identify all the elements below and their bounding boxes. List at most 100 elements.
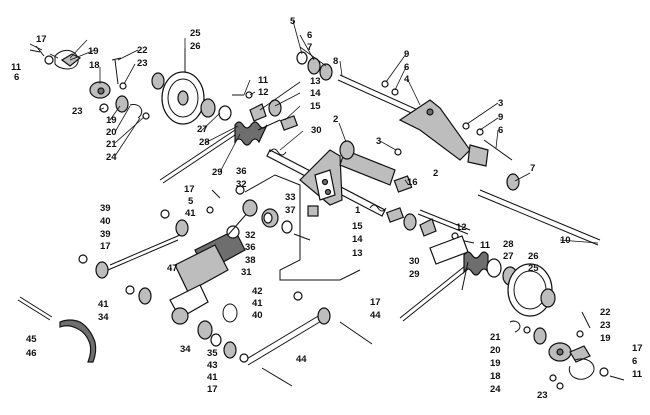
bolt-22-right [581,311,591,329]
callout-15b: 15 [352,221,363,232]
bushing-7-rear [506,173,520,191]
bushing-34-bottom [197,320,213,340]
callout-6c: 6 [404,62,409,73]
assembly-guide-lines [244,174,361,281]
spring-arm-29-right [399,261,471,319]
shock-lower-eye [171,307,189,325]
callout-29: 29 [212,167,223,178]
retainer-19-right [569,345,591,363]
nut-3-right [462,122,470,130]
link-rod-40-bottom [107,239,179,271]
bearing-26-left [200,98,216,118]
bushing-14-right [403,213,417,231]
callout-34b: 34 [180,344,191,355]
callout-27: 27 [197,124,208,135]
shock-absorber-assembly [169,185,311,325]
spring-tail-right [461,261,469,291]
right-torsion-spring [399,251,489,322]
tool-rod-45 [17,299,51,321]
callout-45: 45 [26,334,37,345]
callout-21: 21 [106,139,117,150]
rear-pivot-arm-4 [398,99,471,161]
callout-5: 5 [290,16,296,27]
bearing-26-right [540,288,556,308]
shock-upper-eye-31 [226,225,240,239]
washer-9-right [476,128,484,136]
callout-25b: 25 [528,263,539,274]
callout-18b: 18 [490,371,501,382]
callout-29b: 29 [409,269,420,280]
washer-23-left [119,82,127,90]
snap-ring-17-right [568,358,595,380]
callout-12b: 12 [456,222,467,233]
callout-11d: 11 [632,369,643,380]
bracket-13-upper [249,103,267,122]
washer-35 [210,333,222,347]
washer-36-lower [281,220,293,234]
callout-20: 20 [106,127,117,138]
callout-19b: 19 [106,115,117,126]
bushing-32-upper [242,199,258,217]
callout-17e: 17 [207,384,218,395]
callout-28: 28 [199,137,210,148]
washer-36-upper [235,185,245,195]
long-shaft-10-bottom [477,194,599,246]
bolt-22-left [111,57,122,85]
arm-pivot-bushing-2 [339,140,355,160]
callout-16: 16 [407,177,418,188]
callout-7b: 7 [530,163,535,174]
idler-wheel-rim-left [167,78,199,118]
callout-26: 26 [190,41,201,52]
guide-line-bottom [300,269,361,281]
shaft-16-top [419,209,471,231]
callout-18: 18 [89,60,100,71]
spacer-tube-30-right [429,235,469,265]
nut-21-left [142,112,150,120]
spring-arm-29-left-edge [162,132,239,184]
rear-pivot-arm-hole [426,108,434,116]
nut-41-shock [206,206,214,214]
left-upper-idler-assembly [29,45,232,125]
bracket-13-right [419,218,437,237]
leader-lines [29,20,599,244]
callout-9: 9 [404,49,409,60]
bushing-17-bottom [317,307,331,325]
callout-17c: 17 [100,241,111,252]
spacer-15-upper [279,115,299,131]
arm-bracket-hole-a [321,178,329,186]
spring-arm-29-left [159,129,236,181]
bushing-40-upper [175,219,189,237]
callout-42: 42 [252,286,263,297]
callout-labels: 17 19 11 6 18 22 23 25 26 23 19 20 21 24… [11,16,643,401]
callout-2b: 2 [433,168,438,179]
nut-41-bottom [293,291,303,301]
callout-3: 3 [498,98,503,109]
spacer-23-left [151,72,165,90]
link-rod-40-lower-top [244,314,321,361]
bolt-44-lower [261,367,293,387]
o-ring-42 [222,303,238,323]
nut-9-upper [381,80,389,88]
link-rod-40-lower-bottom [247,319,324,366]
callout-13b: 13 [352,248,363,259]
arm-spacer-37 [307,205,319,217]
callout-33: 33 [285,192,296,203]
washer-23-right [576,330,584,338]
bolt-44-bottom [339,321,373,345]
callout-39b: 39 [100,229,111,240]
callout-31: 31 [241,267,252,278]
washer-6-right [599,367,609,377]
callout-9b: 9 [498,112,503,123]
shaft-thread-right [369,204,387,212]
callout-32b: 32 [245,230,256,241]
clip-20-left [129,103,143,119]
nut-41-bottom-left [239,353,249,363]
upper-cross-shaft [296,51,513,167]
callout-22: 22 [137,45,148,56]
callout-41d: 41 [207,372,218,383]
callout-24: 24 [106,152,117,163]
axle-block-hole-left [97,87,105,95]
idler-wheel-hub-left [177,90,189,106]
bushing-34-lower [138,287,152,305]
